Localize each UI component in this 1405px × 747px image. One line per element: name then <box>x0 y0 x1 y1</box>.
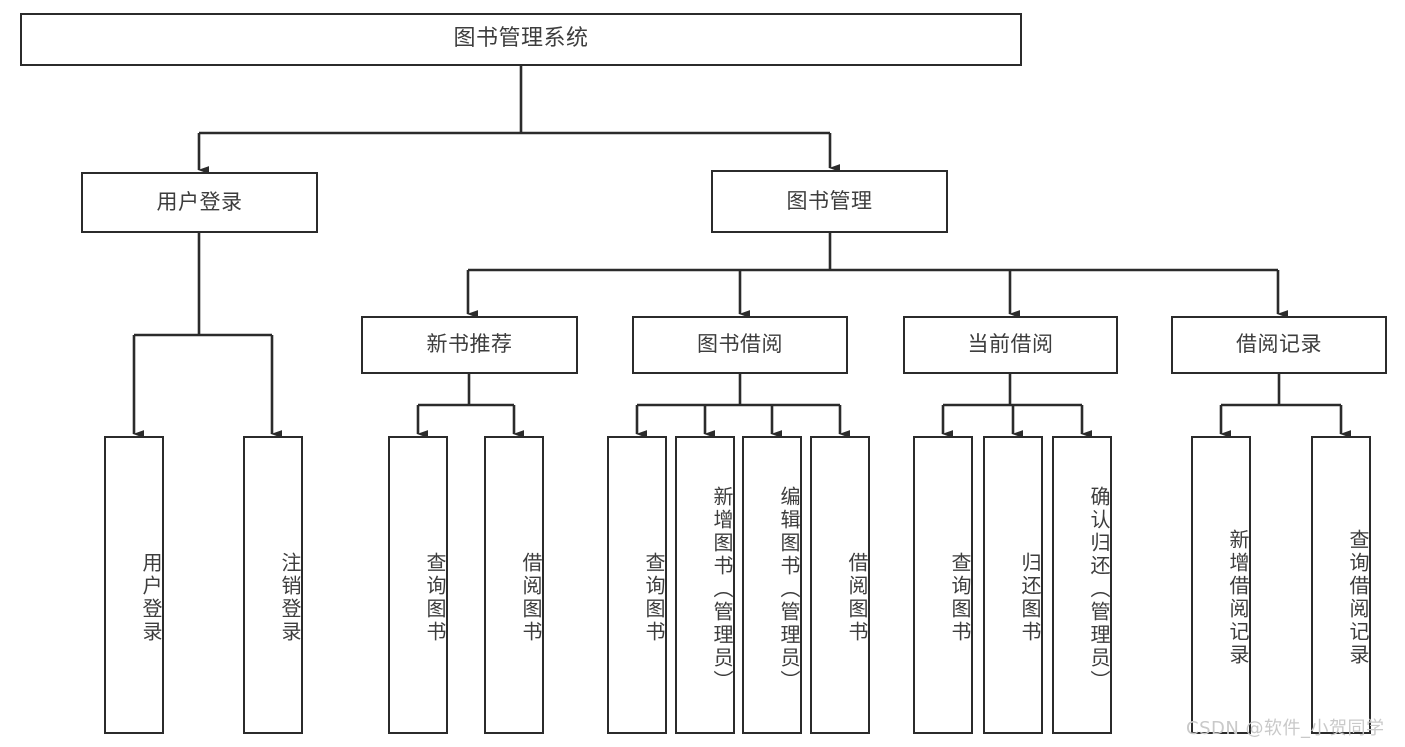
node-label: 图书借阅 <box>697 332 783 357</box>
node-label: 借阅记录 <box>1236 332 1322 357</box>
node-leaf-borrow-book-1[interactable]: 借阅图书 <box>484 436 544 734</box>
node-label: 用户登录 <box>156 189 243 214</box>
node-user-login[interactable]: 用户登录 <box>81 172 318 233</box>
node-book-borrow[interactable]: 图书借阅 <box>632 316 848 374</box>
node-label: 新增借阅记录 <box>1226 529 1250 667</box>
node-leaf-borrow-book-2[interactable]: 借阅图书 <box>810 436 870 734</box>
node-label: 用户登录 <box>139 552 163 644</box>
node-label: 借阅图书 <box>845 552 869 644</box>
node-leaf-edit-book[interactable]: 编辑图书（管理员） <box>742 436 802 734</box>
node-label: 查询图书 <box>948 552 972 644</box>
node-label: 查询图书 <box>642 552 666 644</box>
node-leaf-query-book-3[interactable]: 查询图书 <box>913 436 973 734</box>
node-label: 查询图书 <box>423 552 447 644</box>
node-leaf-add-record[interactable]: 新增借阅记录 <box>1191 436 1251 734</box>
node-borrow-record[interactable]: 借阅记录 <box>1171 316 1387 374</box>
node-leaf-return-book[interactable]: 归还图书 <box>983 436 1043 734</box>
node-leaf-query-book-2[interactable]: 查询图书 <box>607 436 667 734</box>
node-leaf-logout-login[interactable]: 注销登录 <box>243 436 303 734</box>
node-book-manage[interactable]: 图书管理 <box>711 170 948 233</box>
node-leaf-add-book[interactable]: 新增图书（管理员） <box>675 436 735 734</box>
node-label: 归还图书 <box>1018 552 1042 644</box>
node-label: 注销登录 <box>278 552 302 644</box>
node-leaf-query-record[interactable]: 查询借阅记录 <box>1311 436 1371 734</box>
node-label: 当前借阅 <box>967 332 1054 357</box>
node-label: 借阅图书 <box>519 552 543 644</box>
node-label: 确认归还（管理员） <box>1087 485 1111 693</box>
node-label: 新书推荐 <box>426 332 513 357</box>
node-new-book-recommend[interactable]: 新书推荐 <box>361 316 578 374</box>
node-leaf-user-login[interactable]: 用户登录 <box>104 436 164 734</box>
node-root-system[interactable]: 图书管理系统 <box>20 13 1022 66</box>
node-label: 图书管理系统 <box>453 26 589 52</box>
node-label: 查询借阅记录 <box>1346 529 1370 667</box>
node-current-borrow[interactable]: 当前借阅 <box>903 316 1118 374</box>
node-leaf-query-book-1[interactable]: 查询图书 <box>388 436 448 734</box>
node-label: 图书管理 <box>786 188 873 213</box>
node-label: 新增图书（管理员） <box>710 485 734 693</box>
node-leaf-confirm-return[interactable]: 确认归还（管理员） <box>1052 436 1112 734</box>
csdn-watermark: CSDN @软件_小贺同学 <box>1186 718 1385 739</box>
node-label: 编辑图书（管理员） <box>777 485 801 693</box>
